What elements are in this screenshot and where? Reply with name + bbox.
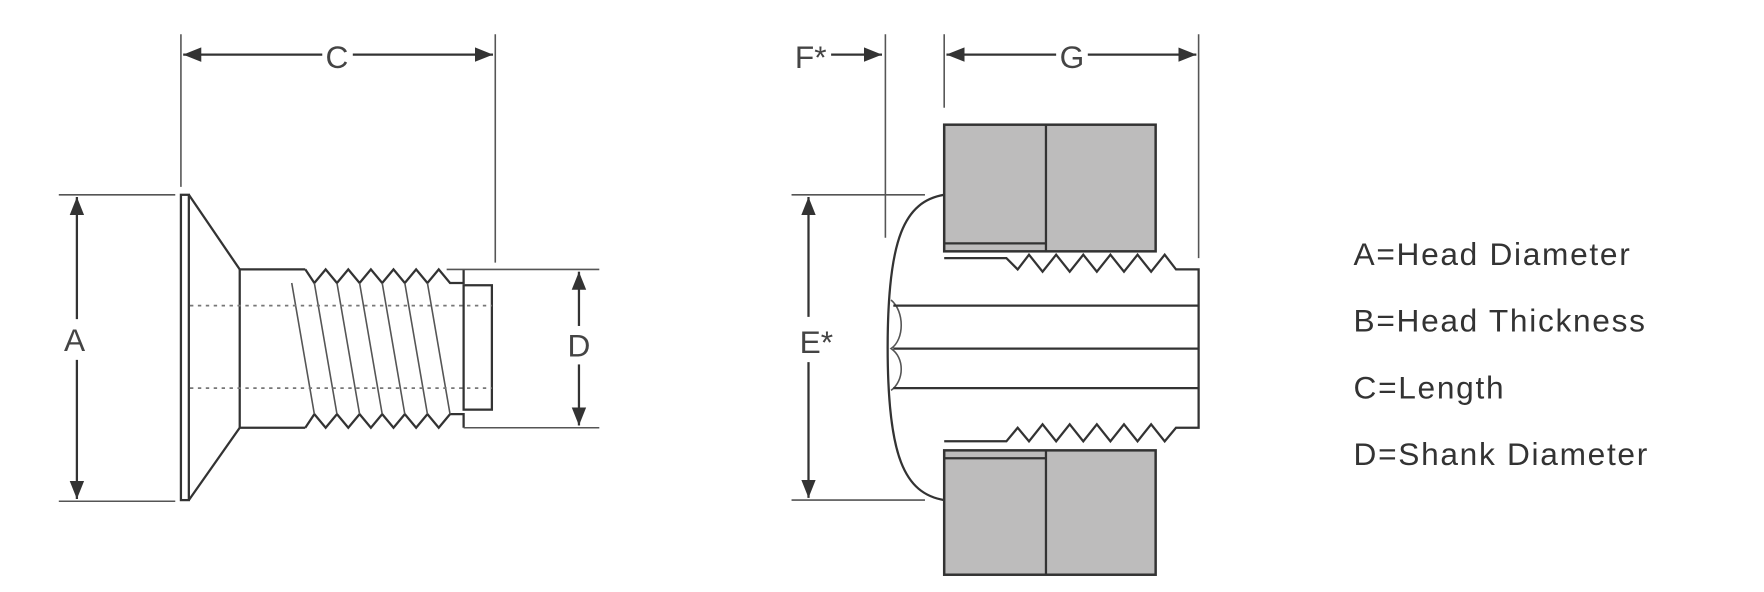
- dimension-label-c: C: [326, 39, 349, 75]
- dimension-label-g: G: [1060, 39, 1085, 75]
- installed-section-drawing: F* G E*: [791, 34, 1200, 576]
- legend: A=Head Diameter B=Head Thickness C=Lengt…: [1354, 236, 1649, 472]
- legend-item-c: C=Length: [1354, 369, 1506, 405]
- countersunk-screw-drawing: C A D: [58, 34, 600, 503]
- legend-item-a: A=Head Diameter: [1354, 236, 1632, 272]
- panel-bottom: [942, 449, 1157, 576]
- dimension-label-f: F*: [795, 39, 827, 75]
- dimension-label-d: D: [568, 327, 591, 363]
- legend-item-d: D=Shank Diameter: [1354, 436, 1649, 472]
- dimension-label-e: E*: [800, 324, 833, 360]
- dimension-label-a: A: [64, 322, 86, 358]
- panel-top: [942, 123, 1157, 253]
- legend-item-b: B=Head Thickness: [1354, 303, 1647, 339]
